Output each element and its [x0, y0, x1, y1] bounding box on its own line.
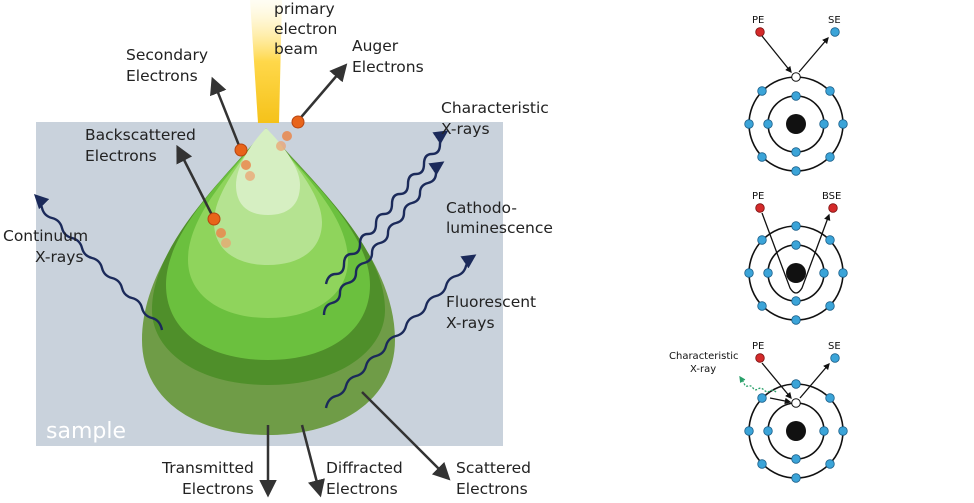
- scattered-label-1: Scattered: [456, 459, 531, 477]
- backscattered-electron-trail-2: [221, 238, 231, 248]
- backscattered-label-1: Backscattered: [85, 126, 196, 144]
- beam-shape: [250, 0, 282, 123]
- relaxation-arrow: [769, 397, 792, 405]
- auger-arrow: [296, 63, 348, 123]
- electron-arrows: [176, 63, 451, 498]
- bse-trajectory: [761, 212, 831, 294]
- pe-arrow: [761, 362, 792, 400]
- backscattered-arrow: [176, 144, 215, 218]
- diffracted-label-2: Electrons: [326, 480, 398, 498]
- cathodoluminescence-wave: [322, 161, 445, 316]
- pe-label: PE: [752, 191, 764, 202]
- se-arrow: [799, 363, 830, 399]
- pe-label: PE: [752, 15, 764, 26]
- pe-dot: [755, 203, 765, 213]
- fluorescent-xray-wave: [324, 254, 477, 409]
- secondary-electron: [234, 143, 248, 157]
- auger-label-2: Electrons: [352, 58, 424, 76]
- scattered-arrow: [361, 391, 451, 481]
- bse-label: BSE: [822, 191, 841, 202]
- cathodo-label-1: Cathodo-: [446, 199, 517, 217]
- atom-panel-xray: PE SE Characteristic X-ray: [669, 341, 848, 483]
- se-dot: [830, 27, 840, 37]
- pe-arrow: [761, 35, 792, 74]
- fluorescent-label-2: X-rays: [446, 314, 495, 332]
- vacancy: [791, 72, 801, 82]
- diffracted-label-1: Diffracted: [326, 459, 403, 477]
- left-labels: Secondary Electrons Auger Electrons Back…: [3, 37, 553, 498]
- auger-label-1: Auger: [352, 37, 399, 55]
- se-arrow: [798, 37, 829, 73]
- beam-label-3: beam: [274, 40, 318, 58]
- secondary-label-1: Secondary: [126, 46, 208, 64]
- beam-label-1: primary: [274, 0, 335, 18]
- characteristic-xray-wave: [324, 130, 449, 285]
- auger-electron-trail-1: [282, 131, 292, 141]
- se-label: SE: [828, 341, 841, 352]
- atom-panel-bse: PE BSE: [744, 191, 848, 325]
- primary-beam: primary electron beam: [250, 0, 337, 123]
- pe-label: PE: [752, 341, 764, 352]
- beam-label-2: electron: [274, 20, 337, 38]
- auger-electron-trail-2: [276, 141, 286, 151]
- nucleus: [786, 114, 806, 134]
- se-dot: [830, 353, 840, 363]
- backscattered-electron-trail-1: [216, 228, 226, 238]
- secondary-electron-trail-1: [241, 160, 251, 170]
- continuum-label-1: Continuum: [3, 227, 88, 245]
- shell-electrons: [744, 379, 848, 483]
- secondary-electron-trail-2: [245, 171, 255, 181]
- bse-dot: [828, 203, 838, 213]
- transmitted-label-1: Transmitted: [161, 459, 254, 477]
- photon-waves: [33, 130, 477, 409]
- xray-label-2: X-ray: [690, 364, 716, 375]
- diffracted-arrow: [300, 424, 325, 498]
- se-label: SE: [828, 15, 841, 26]
- scattered-label-2: Electrons: [456, 480, 528, 498]
- continuum-label-2: X-rays: [35, 248, 84, 266]
- vacancy: [791, 398, 801, 408]
- xray-label-1: Characteristic: [669, 351, 739, 362]
- auger-electron: [291, 115, 305, 129]
- emitted-electrons: [207, 115, 305, 248]
- secondary-label-2: Electrons: [126, 67, 198, 85]
- xray-wave: [739, 375, 777, 393]
- pe-dot: [755, 353, 765, 363]
- shell-electrons: [744, 86, 848, 176]
- nucleus: [786, 421, 806, 441]
- nucleus: [786, 263, 806, 283]
- characteristic-label-1: Characteristic: [441, 99, 549, 117]
- backscattered-label-2: Electrons: [85, 147, 157, 165]
- atom-panel-se: PE SE: [744, 15, 848, 176]
- characteristic-label-2: X-rays: [441, 120, 490, 138]
- sample-label: sample: [46, 419, 126, 444]
- fluorescent-label-1: Fluorescent: [446, 293, 536, 311]
- cathodo-label-2: luminescence: [446, 219, 553, 237]
- transmitted-label-2: Electrons: [182, 480, 254, 498]
- pe-dot: [755, 27, 765, 37]
- shell-electrons: [744, 221, 848, 325]
- continuum-xray-wave: [33, 193, 164, 331]
- backscattered-electron: [207, 212, 221, 226]
- secondary-arrow: [210, 76, 242, 149]
